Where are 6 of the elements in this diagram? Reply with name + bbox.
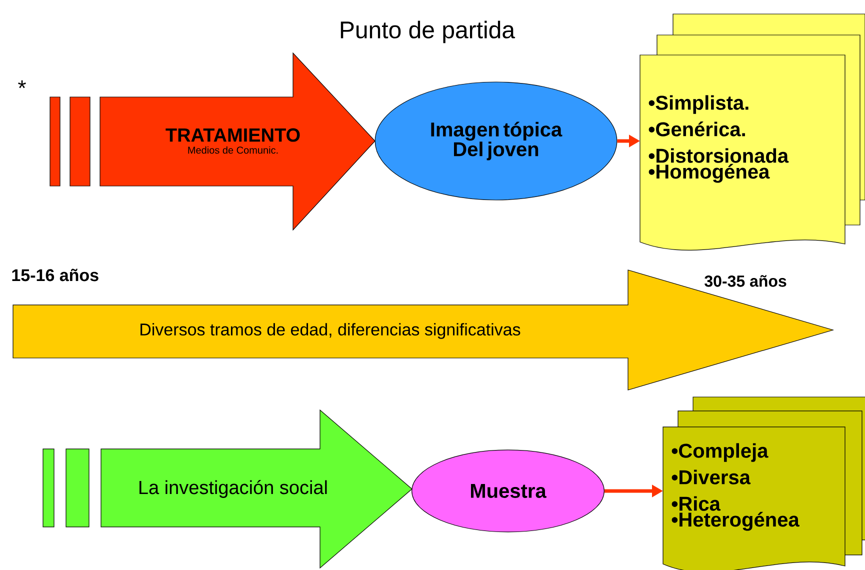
age-label: 30-35 años — [704, 275, 786, 287]
document-stack: •Compleja •Diversa •Rica •Heterogénea — [662, 396, 865, 570]
asterisk: * — [18, 80, 26, 88]
title: Punto de partida — [340, 20, 516, 44]
age-label: 15-16 años — [12, 268, 98, 282]
document-stack: •Simplista. •Genérica. •Distorsionada •Homogénea — [640, 14, 865, 250]
